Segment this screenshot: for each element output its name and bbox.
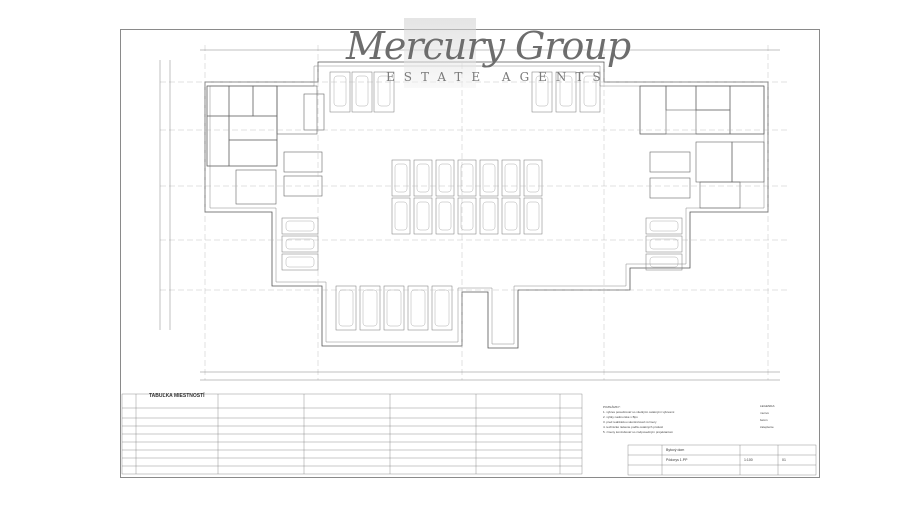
- notes-line: 1. výkres posudzovať so všetkými ostatný…: [603, 410, 675, 414]
- legend-item: betón: [760, 418, 768, 422]
- notes-line: 2. výšky nadmorské v Bpv: [603, 415, 638, 419]
- title-block-scale: 1:100: [744, 458, 753, 462]
- legend-item: murivo: [760, 411, 770, 415]
- legend-title: LEGENDA:: [760, 404, 776, 408]
- watermark-logo: Mercury Group ESTATE AGENTS: [346, 18, 631, 98]
- watermark-sub: ESTATE AGENTS: [386, 70, 610, 84]
- drawing-sheet: [120, 29, 820, 478]
- notes: POZNÁMKY: 1. výkres posudzovať so všetký…: [603, 405, 674, 435]
- notes-line: 3. pred realizáciou skontrolovať rozmery: [603, 420, 657, 424]
- legend: LEGENDA: murivo betón zateplenie: [760, 403, 775, 431]
- title-block-number: 01: [782, 458, 786, 462]
- room-table-title: TABUĽKA MIESTNOSTÍ: [149, 393, 205, 399]
- watermark-brand: Mercury Group: [346, 24, 631, 68]
- notes-line: 5. zmeny konzultovať so zodpovedným proj…: [603, 430, 674, 434]
- legend-item: zateplenie: [760, 425, 774, 429]
- notes-line: 4. technické riešenie podľa ostatných pr…: [603, 425, 664, 429]
- title-block-project: Bytový dom: [666, 448, 685, 452]
- notes-title: POZNÁMKY:: [603, 405, 621, 409]
- watermark-box: [404, 18, 476, 88]
- title-block-drawing: Pôdorys 1.PP: [666, 458, 688, 462]
